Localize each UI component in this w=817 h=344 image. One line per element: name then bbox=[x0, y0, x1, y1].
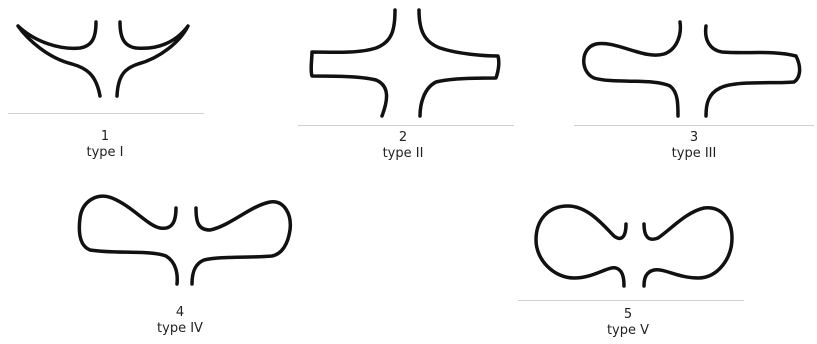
figure-type: type I bbox=[55, 145, 155, 161]
figure-number: 4 bbox=[130, 305, 230, 321]
figure-type: type II bbox=[353, 146, 453, 162]
baseline bbox=[298, 125, 514, 126]
caption: 3 type III bbox=[644, 130, 744, 162]
figure-1: 1 type I bbox=[0, 0, 210, 170]
figure-type: type IV bbox=[130, 321, 230, 337]
caption: 1 type I bbox=[55, 129, 155, 161]
figure-number: 5 bbox=[578, 307, 678, 323]
shape-type-4-icon bbox=[60, 188, 300, 298]
figure-number: 3 bbox=[644, 130, 744, 146]
figure-type: type III bbox=[644, 146, 744, 162]
baseline bbox=[8, 113, 204, 114]
figure-number: 1 bbox=[55, 129, 155, 145]
shape-type-2-icon bbox=[298, 0, 514, 130]
figure-5: 5 type V bbox=[518, 196, 744, 344]
figure-2: 2 type II bbox=[298, 0, 514, 175]
baseline bbox=[574, 125, 814, 126]
caption: 2 type II bbox=[353, 130, 453, 162]
figure-4: 4 type IV bbox=[60, 188, 300, 344]
baseline bbox=[518, 300, 744, 301]
caption: 5 type V bbox=[578, 307, 678, 339]
figure-3: 3 type III bbox=[574, 0, 814, 175]
figure-number: 2 bbox=[353, 130, 453, 146]
figure-type: type V bbox=[578, 323, 678, 339]
shape-type-3-icon bbox=[574, 0, 814, 130]
caption: 4 type IV bbox=[130, 305, 230, 337]
shape-type-1-icon bbox=[0, 0, 210, 130]
shape-type-5-icon bbox=[518, 196, 744, 302]
